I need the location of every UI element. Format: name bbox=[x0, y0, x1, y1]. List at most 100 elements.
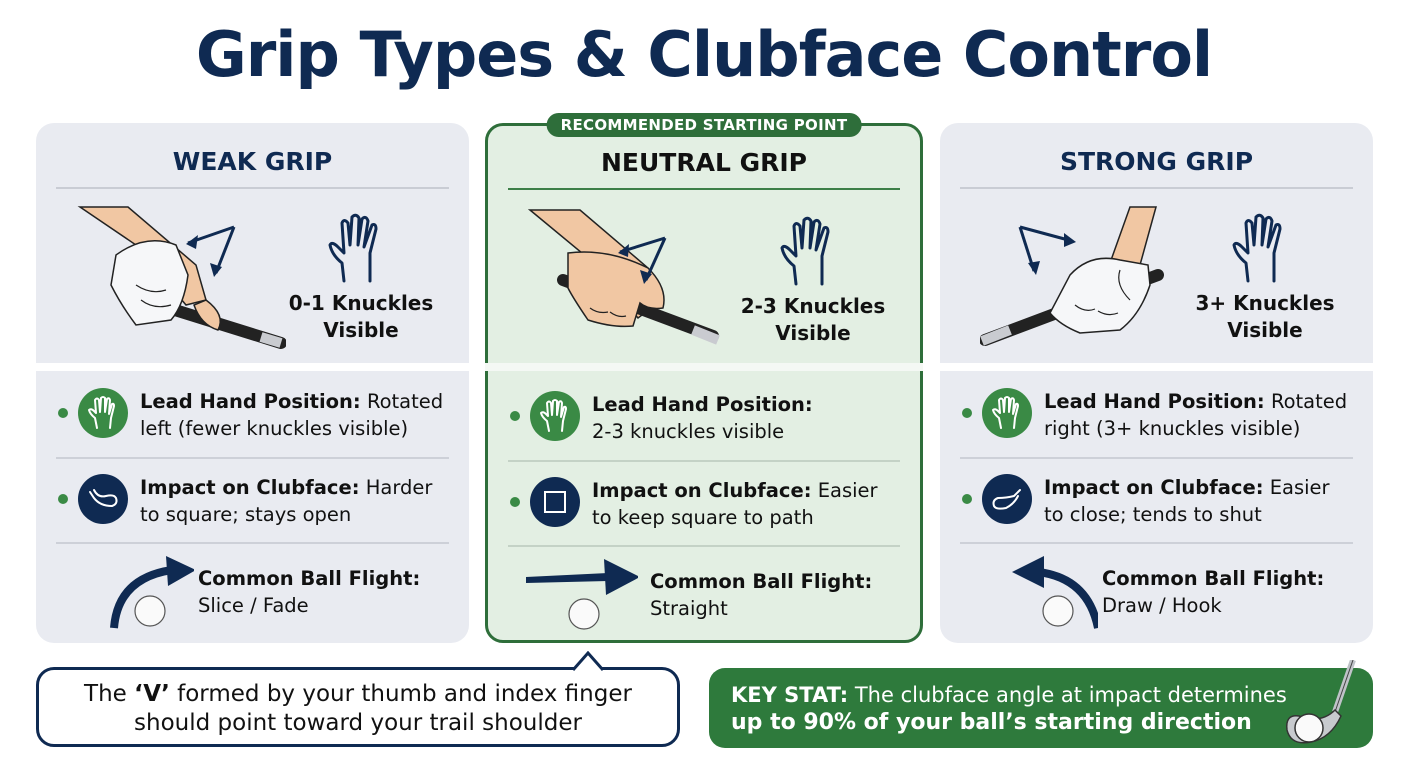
neutral-grip-header: NEUTRAL GRIP 2-3 Knuckles Visible bbox=[488, 126, 920, 366]
bullet-dot bbox=[510, 497, 520, 507]
gloved-hand-grip-illustration bbox=[980, 206, 1164, 346]
ball-flight-label: Common Ball Flight: bbox=[650, 570, 873, 593]
knuckles-count: 2-3 Knuckles bbox=[740, 294, 886, 318]
key-stat-label: KEY STAT: bbox=[731, 683, 849, 707]
strong-grip-card: STRONG GRIP 3+ Knuckles Visible L bbox=[940, 123, 1373, 643]
knuckles-visible: Visible bbox=[323, 318, 399, 342]
impact-text: Impact on Clubface: Easier to close; ten… bbox=[1044, 474, 1355, 528]
impact-label: Impact on Clubface: bbox=[592, 479, 812, 502]
ball-flight-value: Slice / Fade bbox=[198, 594, 309, 617]
knuckles-visible-label: 2-3 Knuckles Visible bbox=[728, 293, 898, 347]
key-stat-text: The clubface angle at impact determines bbox=[848, 683, 1287, 707]
curve-right-arrow-icon bbox=[110, 556, 194, 629]
lead-hand-label: Lead Hand Position: bbox=[140, 390, 361, 413]
tip-v-emphasis: ‘V’ bbox=[134, 681, 170, 707]
bullet-dot bbox=[962, 494, 972, 504]
ball-flight-row: Common Ball Flight: Straight bbox=[506, 551, 902, 641]
recommended-badge: RECOMMENDED STARTING POINT bbox=[546, 113, 862, 137]
impact-row: Impact on Clubface: Easier to close; ten… bbox=[958, 464, 1355, 540]
lead-hand-row: Lead Hand Position: Rotated left (fewer … bbox=[54, 378, 451, 454]
ball-flight-value: Straight bbox=[650, 597, 728, 620]
lead-hand-row: Lead Hand Position: 2-3 knuckles visible bbox=[506, 381, 902, 457]
tip-text: formed by your thumb and index finger bbox=[169, 681, 632, 707]
key-stat-line-1: KEY STAT: The clubface angle at impact d… bbox=[731, 681, 1373, 709]
impact-value-cont: to keep square to path bbox=[592, 506, 814, 529]
impact-text: Impact on Clubface: Harder to square; st… bbox=[140, 474, 451, 528]
knuckles-visible: Visible bbox=[775, 321, 851, 345]
golf-ball-icon bbox=[134, 595, 166, 627]
knuckles-visible-label: 3+ Knuckles Visible bbox=[1180, 290, 1350, 344]
lead-hand-text: Lead Hand Position: 2-3 knuckles visible bbox=[592, 391, 902, 445]
lead-hand-value: Rotated bbox=[1270, 390, 1348, 413]
lead-hand-value: 2-3 knuckles visible bbox=[592, 420, 785, 443]
bullet-dot bbox=[58, 494, 68, 504]
tip-text: The bbox=[84, 681, 135, 707]
divider bbox=[960, 457, 1353, 459]
v-alignment-tip-callout: The ‘V’ formed by your thumb and index f… bbox=[36, 651, 680, 747]
hand-icon bbox=[530, 391, 580, 441]
gloved-hand-grip-illustration bbox=[77, 206, 286, 349]
bare-hand-grip-illustration bbox=[528, 209, 720, 345]
lead-hand-value-cont: left (fewer knuckles visible) bbox=[140, 417, 409, 440]
impact-value: Easier bbox=[1269, 476, 1330, 499]
weak-grip-card: WEAK GRIP 0-1 Knuckles Visible Le bbox=[36, 123, 469, 643]
impact-label: Impact on Clubface: bbox=[1044, 476, 1264, 499]
knuckles-visible-label: 0-1 Knuckles Visible bbox=[276, 290, 446, 344]
impact-row: Impact on Clubface: Easier to keep squar… bbox=[506, 467, 902, 543]
knuckles-count: 0-1 Knuckles bbox=[288, 291, 434, 315]
lead-hand-label: Lead Hand Position: bbox=[592, 393, 813, 416]
key-stat-banner: KEY STAT: The clubface angle at impact d… bbox=[709, 660, 1373, 748]
hand-icon bbox=[78, 388, 128, 438]
card-title: STRONG GRIP bbox=[1059, 147, 1254, 176]
callout-pointer bbox=[573, 651, 603, 671]
card-title: WEAK GRIP bbox=[172, 147, 333, 176]
ball-flight-row: Common Ball Flight: Draw / Hook bbox=[958, 548, 1355, 638]
golf-ball-icon bbox=[568, 598, 600, 630]
divider bbox=[56, 187, 449, 189]
straight-arrow-icon bbox=[526, 559, 638, 630]
lead-hand-value: Rotated bbox=[366, 390, 444, 413]
ball-flight-label: Common Ball Flight: bbox=[1102, 567, 1325, 590]
clubface-closed-icon bbox=[982, 474, 1032, 524]
strong-grip-header: STRONG GRIP 3+ Knuckles Visible bbox=[940, 123, 1373, 363]
divider bbox=[56, 542, 449, 544]
lead-hand-text: Lead Hand Position: Rotated left (fewer … bbox=[140, 388, 451, 442]
impact-value: Harder bbox=[365, 476, 433, 499]
ball-flight-text: Common Ball Flight: Straight bbox=[650, 568, 872, 622]
impact-label: Impact on Clubface: bbox=[140, 476, 360, 499]
divider bbox=[960, 542, 1353, 544]
golf-club-ball-icon bbox=[1286, 660, 1356, 744]
divider bbox=[508, 188, 900, 190]
tip-line-1: The ‘V’ formed by your thumb and index f… bbox=[39, 680, 677, 709]
hand-outline-icon bbox=[1232, 213, 1282, 283]
section-divider bbox=[36, 363, 469, 371]
ball-flight-row: Common Ball Flight: Slice / Fade bbox=[54, 548, 451, 638]
bullet-dot bbox=[510, 411, 520, 421]
divider bbox=[56, 457, 449, 459]
tip-line-2: should point toward your trail shoulder bbox=[134, 710, 582, 736]
key-stat-line-2: up to 90% of your ball’s starting direct… bbox=[731, 710, 1252, 735]
divider bbox=[508, 460, 900, 462]
bullet-dot bbox=[58, 408, 68, 418]
ball-flight-value: Draw / Hook bbox=[1102, 594, 1222, 617]
clubface-open-icon bbox=[78, 474, 128, 524]
lead-hand-row: Lead Hand Position: Rotated right (3+ kn… bbox=[958, 378, 1355, 454]
lead-hand-text: Lead Hand Position: Rotated right (3+ kn… bbox=[1044, 388, 1355, 442]
lead-hand-value-cont: right (3+ knuckles visible) bbox=[1044, 417, 1301, 440]
impact-value: Easier bbox=[817, 479, 878, 502]
ball-flight-label: Common Ball Flight: bbox=[198, 567, 421, 590]
lead-hand-label: Lead Hand Position: bbox=[1044, 390, 1265, 413]
impact-row: Impact on Clubface: Harder to square; st… bbox=[54, 464, 451, 540]
bullet-dot bbox=[962, 408, 972, 418]
section-divider bbox=[940, 363, 1373, 371]
impact-text: Impact on Clubface: Easier to keep squar… bbox=[592, 477, 902, 531]
curve-left-arrow-icon bbox=[1012, 556, 1098, 629]
square-icon bbox=[530, 477, 580, 527]
page-title: Grip Types & Clubface Control bbox=[195, 18, 1213, 91]
golf-ball-icon bbox=[1042, 595, 1074, 627]
impact-value-cont: to close; tends to shut bbox=[1044, 503, 1262, 526]
card-title: NEUTRAL GRIP bbox=[601, 148, 807, 177]
ball-flight-text: Common Ball Flight: Slice / Fade bbox=[198, 565, 420, 619]
knuckles-count: 3+ Knuckles bbox=[1195, 291, 1335, 315]
impact-value-cont: to square; stays open bbox=[140, 503, 352, 526]
